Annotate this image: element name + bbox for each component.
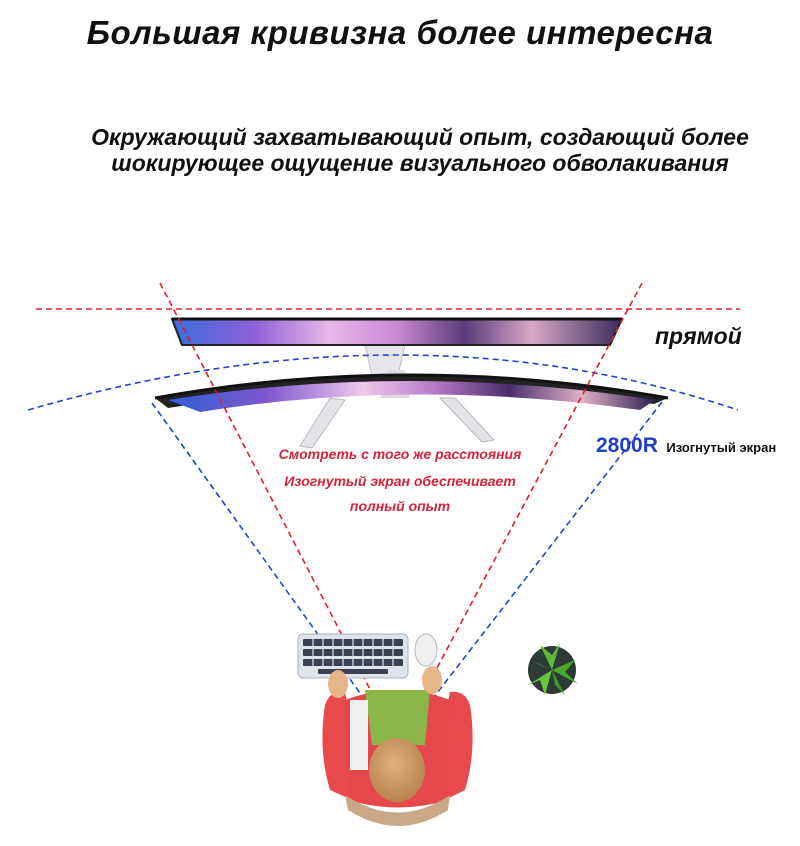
subtitle-line-1: Окружающий захватывающий опыт, создающий… bbox=[91, 124, 749, 150]
person bbox=[322, 666, 473, 826]
note-line-3: полный опыт bbox=[349, 498, 451, 514]
red-view-line-right bbox=[404, 282, 643, 729]
flat-screen-label: прямой bbox=[655, 323, 742, 349]
keyboard bbox=[297, 633, 409, 679]
red-view-line-left bbox=[159, 282, 391, 729]
note-line-2: Изогнутый экран обеспечивает bbox=[284, 473, 516, 489]
head bbox=[369, 738, 425, 802]
subtitle: Окружающий захватывающий опыт, создающий… bbox=[0, 124, 800, 176]
curvature-value: 2800R bbox=[596, 434, 658, 457]
subtitle-line-2: шокирующее ощущение визуального обволаки… bbox=[111, 150, 729, 176]
curved-monitor bbox=[154, 373, 669, 412]
page-title: Большая кривизна более интересна bbox=[86, 14, 714, 51]
flat-monitor bbox=[170, 317, 624, 346]
blue-view-line-right bbox=[409, 401, 663, 729]
curved-screen-text: Изогнутый экран bbox=[666, 440, 777, 455]
plant-icon bbox=[528, 643, 578, 695]
note-line-1: Смотреть с того же расстояния bbox=[278, 446, 522, 462]
mouse bbox=[414, 633, 438, 667]
curvature-arc bbox=[27, 354, 739, 411]
curved-screen-label: 2800R Изогнутый экран bbox=[596, 434, 776, 458]
